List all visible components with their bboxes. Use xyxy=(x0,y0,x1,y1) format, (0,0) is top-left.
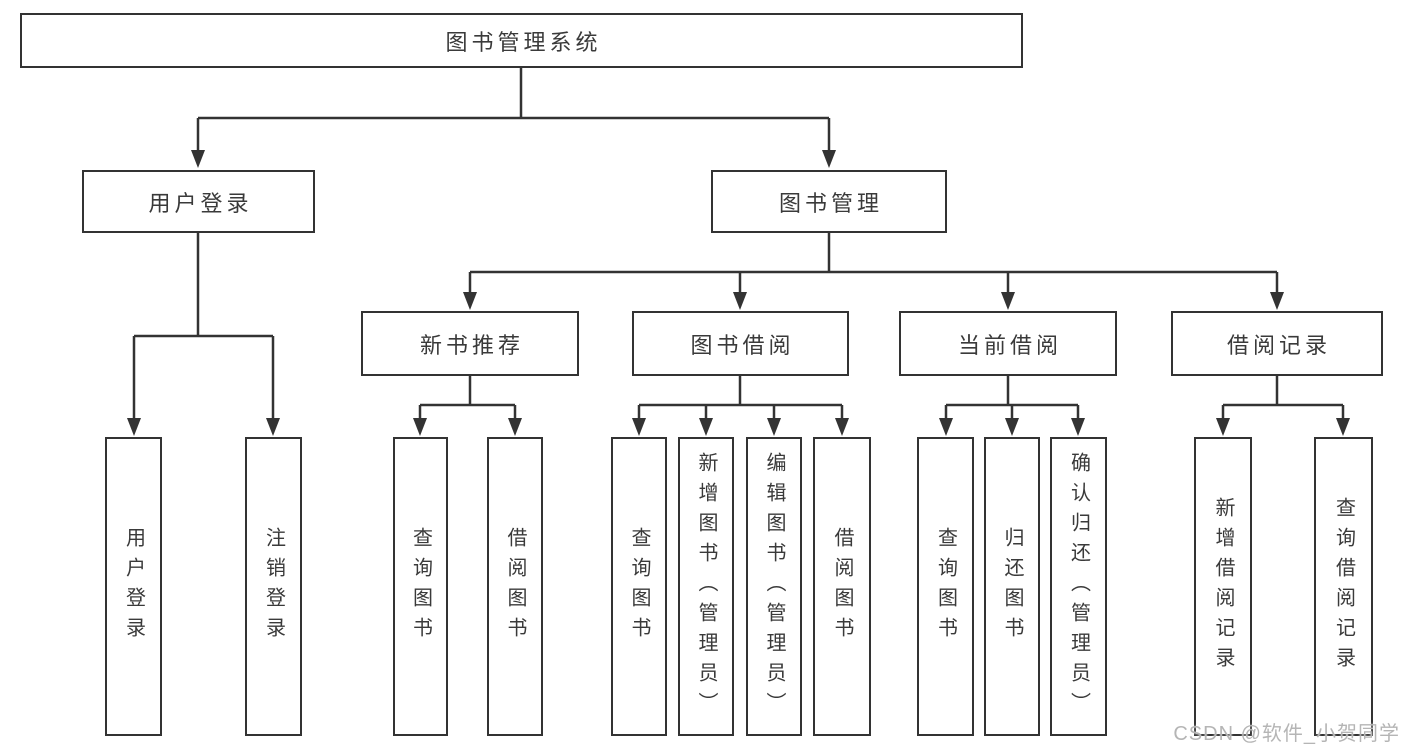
leaf-borrow-books-recommend: 借阅图书 xyxy=(487,437,543,736)
leaf-query-books-borrow: 查询图书 xyxy=(611,437,667,736)
leaf-edit-books-admin: 编辑图书（管理员） xyxy=(746,437,802,736)
node-label: 新增图书（管理员） xyxy=(695,451,717,722)
node-label: 用户登录 xyxy=(122,526,145,647)
node-label: 当前借阅 xyxy=(957,332,1062,358)
connector-new-book-children xyxy=(413,376,522,436)
node-label: 确认归还（管理员） xyxy=(1067,451,1090,722)
leaf-add-books-admin: 新增图书（管理员） xyxy=(678,437,734,736)
node-library-management-system: 图书管理系统 xyxy=(20,13,1023,68)
node-label: 图书管理系统 xyxy=(445,29,602,55)
connector-book-borrow-children xyxy=(632,376,849,436)
node-current-borrow: 当前借阅 xyxy=(899,311,1117,376)
leaf-user-login: 用户登录 xyxy=(105,437,162,736)
node-label: 借阅记录 xyxy=(1226,332,1331,358)
node-borrow-records: 借阅记录 xyxy=(1171,311,1383,376)
node-label: 新书推荐 xyxy=(419,332,524,358)
node-label: 查询图书 xyxy=(628,526,650,647)
leaf-borrow-books: 借阅图书 xyxy=(813,437,871,736)
leaf-return-books: 归还图书 xyxy=(984,437,1040,736)
leaf-query-books-current: 查询图书 xyxy=(917,437,974,736)
node-label: 查询借阅记录 xyxy=(1332,496,1355,677)
node-label: 查询图书 xyxy=(409,526,432,647)
leaf-logout: 注销登录 xyxy=(245,437,302,736)
leaf-add-borrow-record: 新增借阅记录 xyxy=(1194,437,1252,736)
node-label: 图书管理 xyxy=(778,190,883,216)
connector-root-to-level2 xyxy=(191,68,836,168)
connector-book-management-children xyxy=(463,233,1284,310)
connector-borrow-records-children xyxy=(1216,376,1350,436)
node-label: 借阅图书 xyxy=(504,526,526,647)
node-new-book-recommendation: 新书推荐 xyxy=(361,311,579,376)
node-label: 新增借阅记录 xyxy=(1212,496,1234,677)
node-user-login: 用户登录 xyxy=(82,170,315,233)
connector-user-login-children xyxy=(127,233,280,436)
node-label: 归还图书 xyxy=(1001,526,1023,647)
node-label: 编辑图书（管理员） xyxy=(763,451,785,722)
node-label: 借阅图书 xyxy=(831,526,853,647)
leaf-query-books-recommend: 查询图书 xyxy=(393,437,448,736)
node-label: 图书借阅 xyxy=(690,332,795,358)
csdn-watermark: CSDN @软件_小贺同学 xyxy=(1173,723,1400,745)
node-label: 用户登录 xyxy=(148,190,253,216)
node-book-borrow: 图书借阅 xyxy=(632,311,849,376)
node-label: 查询图书 xyxy=(934,526,957,647)
node-label: 注销登录 xyxy=(262,526,285,647)
leaf-confirm-return-admin: 确认归还（管理员） xyxy=(1050,437,1107,736)
connector-current-borrow-children xyxy=(939,376,1085,436)
node-book-management: 图书管理 xyxy=(711,170,947,233)
leaf-query-borrow-record: 查询借阅记录 xyxy=(1314,437,1373,736)
